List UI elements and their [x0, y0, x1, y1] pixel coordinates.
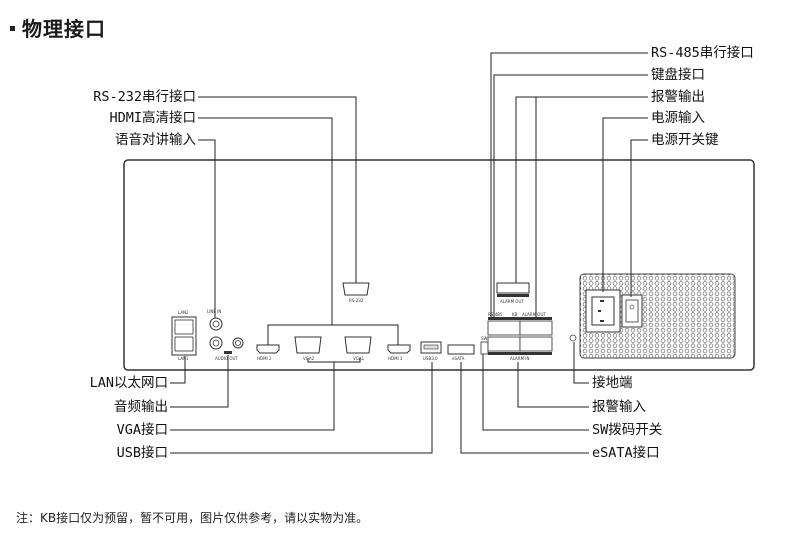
power-supply-vent — [579, 273, 736, 359]
line-hdmi — [198, 117, 333, 325]
line-vga — [170, 362, 335, 431]
callout-ground: 接地端 — [592, 375, 633, 391]
esata-label: eSATA — [452, 356, 465, 361]
line-power-switch — [630, 139, 648, 297]
hdmi1-label: HDMI 1 — [388, 356, 403, 361]
callout-audio-in: 语音对讲输入 — [115, 132, 196, 148]
callout-audio-out: 音频输出 — [114, 399, 168, 415]
line-keyboard — [493, 74, 648, 318]
esata-port: eSATA — [447, 344, 475, 361]
line-sw — [482, 354, 589, 431]
rs485-label: RS-485 — [488, 312, 503, 317]
callout-alarm-out: 报警输出 — [651, 89, 705, 105]
power-inlet — [585, 289, 621, 333]
line-rs485 — [490, 52, 648, 318]
sw-dip-switch: SW — [480, 336, 489, 355]
usb-label: USB3.0 — [423, 356, 438, 361]
alarm-out-top-label: ALARM OUT — [500, 299, 524, 304]
line-hdmi-bracket — [267, 324, 399, 345]
callout-rs232: RS-232串行接口 — [93, 89, 196, 105]
line-vga-bracket — [307, 358, 361, 363]
vga1-label: VGA1 — [353, 356, 365, 361]
lan1-label: LAN1 — [178, 356, 189, 361]
section-title: 物理接口 — [10, 13, 106, 42]
hdmi1-port: HDMI 1 — [387, 344, 411, 361]
line-audio-out — [170, 355, 229, 408]
callout-keyboard: 键盘接口 — [651, 67, 705, 83]
kb-label: KB — [512, 312, 518, 317]
section-title-text: 物理接口 — [22, 17, 106, 41]
line-power-in — [602, 117, 648, 292]
line-ground — [573, 342, 589, 384]
footnote: 注：KB接口仅为预留，暂不可用，图片仅供参考，请以实物为准。 — [16, 511, 369, 525]
lan2-label: LAN2 — [178, 310, 189, 315]
power-switch — [621, 294, 643, 328]
callout-vga: VGA接口 — [116, 422, 168, 438]
hdmi2-label: HDMI 2 — [257, 356, 272, 361]
line-rs232 — [198, 96, 357, 283]
line-lan — [170, 356, 186, 384]
line-alarm-out-a — [515, 96, 648, 283]
callout-lan: LAN以太网口 — [89, 375, 168, 391]
callout-rs485: RS-485串行接口 — [651, 45, 754, 61]
usb-port: USB3.0 — [420, 341, 442, 361]
vga2-label: VGA2 — [303, 356, 315, 361]
line-esata — [460, 362, 589, 454]
callout-power-in: 电源输入 — [651, 110, 705, 126]
rs232-label: RS-232 — [349, 298, 364, 303]
lan-ports: LAN2 LAN1 — [171, 310, 197, 361]
line-alarm-in — [517, 362, 589, 408]
audio-jacks: LINE IN AUDIO OUT — [207, 309, 244, 361]
line-usb — [170, 362, 433, 454]
bullet-icon — [10, 26, 15, 31]
line-in-label: LINE IN — [207, 309, 221, 314]
callout-power-switch: 电源开关键 — [651, 132, 719, 148]
vga1-port: VGA1 — [344, 336, 372, 361]
vga2-port: VGA2 — [294, 336, 322, 361]
hdmi2-port: HDMI 2 — [256, 344, 280, 361]
alarm-in-label: ALARM IN — [510, 356, 529, 361]
callout-lines — [170, 52, 648, 454]
callout-esata: eSATA接口 — [592, 445, 660, 461]
callout-hdmi: HDMI高清接口 — [109, 110, 196, 126]
sw-label: SW — [481, 336, 488, 341]
audio-out-label: AUDIO OUT — [215, 356, 238, 361]
rs232-port: RS-232 — [342, 282, 370, 303]
callout-usb: USB接口 — [116, 445, 168, 461]
alarm-out-label: ALARM OUT — [522, 312, 546, 317]
ground-terminal — [569, 334, 577, 342]
alarm-terminal-block: RS-485 KB ALARM OUT ALARM IN — [487, 312, 553, 361]
callout-sw-dip: SW拨码开关 — [592, 422, 663, 438]
alarm-out-terminal-top: ALARM OUT — [496, 282, 530, 304]
callout-alarm-in: 报警输入 — [592, 399, 646, 415]
line-audio-in — [198, 139, 216, 318]
